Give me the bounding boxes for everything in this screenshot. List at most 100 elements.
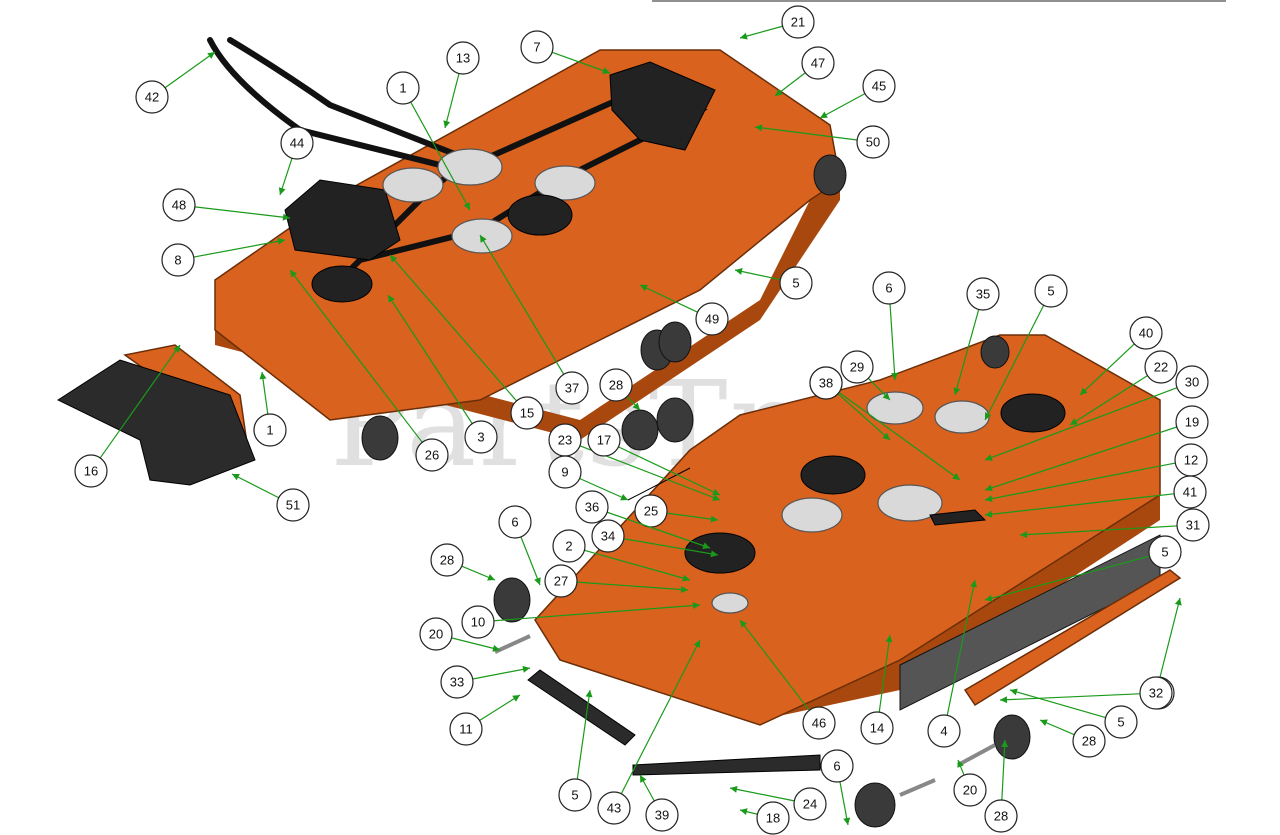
leader-arrowhead: [953, 387, 961, 395]
upper-callout-42: 42: [135, 51, 216, 114]
leader-line: [164, 51, 216, 89]
leader-arrowhead: [985, 495, 993, 503]
leader-arrowhead: [970, 580, 978, 588]
lower-callout-40: 40: [1079, 316, 1163, 396]
leader-line: [729, 787, 795, 802]
rod-9: [627, 467, 691, 501]
lower-callout-27: 27: [544, 564, 689, 598]
lower-pulley-1: [866, 391, 924, 425]
lower-wheel-right: [993, 714, 1031, 760]
callout-number: 5: [1117, 715, 1124, 730]
callout-number: 17: [597, 433, 611, 448]
callout-bubble: [802, 706, 836, 740]
callout-bubble: [953, 773, 987, 807]
callout-number: 10: [471, 615, 485, 630]
callout-number: 51: [286, 498, 300, 513]
leader-line: [261, 371, 269, 415]
lower-callout-35: 35: [953, 277, 1000, 396]
leader-arrowhead: [985, 594, 993, 602]
callout-bubble: [498, 505, 532, 539]
callout-number: 4: [940, 724, 947, 739]
leader-arrowhead: [735, 268, 743, 275]
leader-arrowhead: [682, 574, 690, 582]
leader-arrowhead: [1040, 719, 1048, 726]
leader-arrowhead: [480, 235, 487, 243]
leader-arrowhead: [712, 494, 720, 501]
lower-callout-6: 6: [872, 271, 906, 381]
leader-line: [984, 426, 1177, 491]
leader-line: [984, 555, 1150, 601]
lower-callout-6: 6: [498, 505, 541, 586]
leader-line: [1069, 375, 1148, 426]
callout-number: 7: [533, 40, 540, 55]
lower-callout-28: 28: [599, 368, 641, 411]
lower-callout-38: 38: [809, 366, 961, 481]
callout-bubble: [419, 617, 453, 651]
upper-pulley-2: [437, 148, 503, 186]
callout-bubble: [162, 188, 196, 222]
leader-arrowhead: [277, 237, 285, 245]
leader-line: [576, 581, 689, 591]
leader-arrowhead: [173, 345, 180, 353]
upper-callout-21: 21: [739, 5, 815, 40]
callout-number: 24: [803, 797, 817, 812]
upper-callout-51: 51: [231, 473, 310, 522]
leader-arrowhead: [1001, 740, 1009, 748]
leader-line: [984, 387, 1178, 461]
leader-arrowhead: [534, 577, 541, 585]
callout-bubble: [862, 69, 896, 103]
lower-wheel-pair-2: [656, 397, 694, 443]
callout-number: 16: [84, 464, 98, 479]
leader-line: [584, 549, 691, 581]
callout-bubble: [440, 665, 474, 699]
leader-arrowhead: [1174, 598, 1182, 606]
callout-bubble: [1139, 676, 1173, 710]
leader-arrowhead: [1010, 688, 1018, 696]
leader-line: [387, 294, 473, 424]
callout-bubble: [1072, 724, 1106, 758]
callout-number: 30: [1185, 375, 1199, 390]
lower-callout-30: 30: [984, 365, 1209, 461]
leader-arrowhead: [891, 372, 899, 380]
leader-arrowhead: [259, 372, 267, 380]
callout-number: 23: [558, 433, 572, 448]
upper-callout-5: 5: [734, 266, 813, 300]
callout-bubble: [872, 271, 906, 305]
callout-bubble: [386, 71, 420, 105]
callout-number: 18: [766, 811, 780, 826]
leader-arrowhead: [985, 510, 993, 518]
lower-callout-6: 6: [820, 749, 854, 826]
callout-bubble: [1148, 535, 1182, 569]
lower-spindle-pulley-right: [1000, 393, 1066, 433]
leader-arrowhead: [207, 52, 215, 59]
lower-callout-28: 28: [430, 543, 496, 581]
callout-number: 19: [1185, 415, 1199, 430]
upper-callout-37: 37: [479, 234, 589, 405]
callout-number: 1: [266, 423, 273, 438]
leader-line: [520, 536, 541, 586]
lower-callout-33: 33: [440, 665, 531, 699]
leader-arrowhead: [710, 515, 718, 523]
upper-spindle-pulley-right: [507, 194, 573, 236]
callout-bubble: [555, 371, 589, 405]
callout-number: 5: [571, 788, 578, 803]
upper-spindle-pulley-left: [311, 265, 373, 303]
callout-bubble: [1173, 475, 1207, 509]
upper-wheel-front-2: [658, 321, 692, 363]
leader-arrowhead: [712, 488, 720, 496]
callout-bubble: [558, 778, 592, 812]
callout-bubble: [1129, 316, 1163, 350]
callout-number: 8: [174, 253, 181, 268]
upper-callout-45: 45: [819, 69, 896, 119]
callout-number: 5: [1161, 545, 1168, 560]
callout-number: 41: [1183, 485, 1197, 500]
lower-pulley-2: [934, 400, 990, 434]
lower-callout-28: 28: [1039, 719, 1106, 758]
lower-callout-18: 18: [739, 801, 790, 835]
leader-line: [493, 604, 701, 622]
leader-line: [838, 391, 961, 481]
callout-bubble: [927, 714, 961, 748]
callout-number: 9: [561, 465, 568, 480]
lower-callout-23: 23: [548, 423, 721, 501]
